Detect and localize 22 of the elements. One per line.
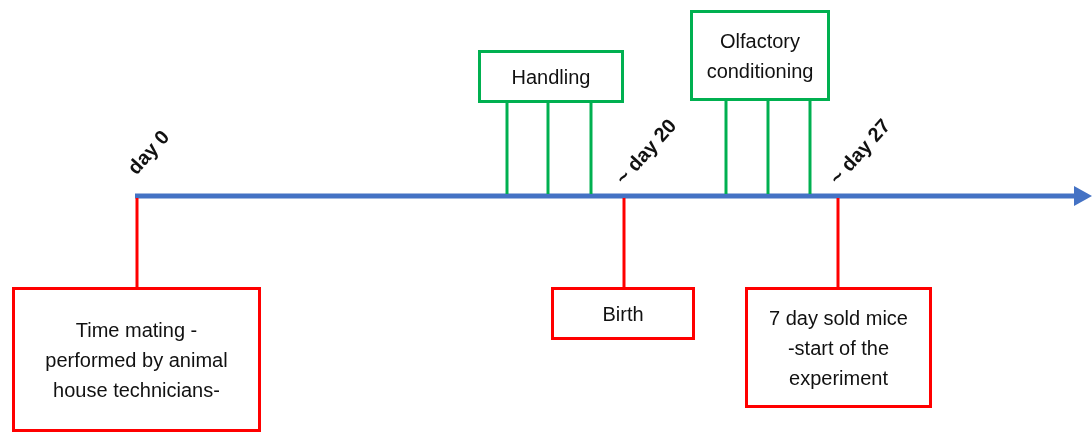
- event-box: [12, 287, 261, 432]
- day-label: ~ day 27: [824, 114, 896, 189]
- connector-line: [766, 101, 770, 194]
- day-label: ~ day 20: [610, 114, 682, 189]
- connector-line: [589, 103, 593, 194]
- event-box: [478, 50, 624, 103]
- event-box: [690, 10, 830, 101]
- connector-line: [724, 101, 728, 194]
- event-text: Handling: [511, 64, 591, 90]
- connector-line: [135, 198, 139, 287]
- connector-line: [808, 101, 812, 194]
- connector-line: [546, 103, 550, 194]
- event-text: Birth: [602, 301, 644, 327]
- event-box: [551, 287, 695, 340]
- connector-line: [836, 198, 840, 287]
- event-box: [745, 287, 932, 408]
- connector-line: [505, 103, 509, 194]
- connector-line: [622, 198, 626, 287]
- event-text: Time mating -performed by animal house technicians-: [44, 317, 229, 403]
- event-text: Olfactory conditioning: [705, 28, 815, 84]
- day-label: day 0: [122, 125, 175, 179]
- event-text: 7 day sold mice -start of the experiment: [768, 305, 909, 391]
